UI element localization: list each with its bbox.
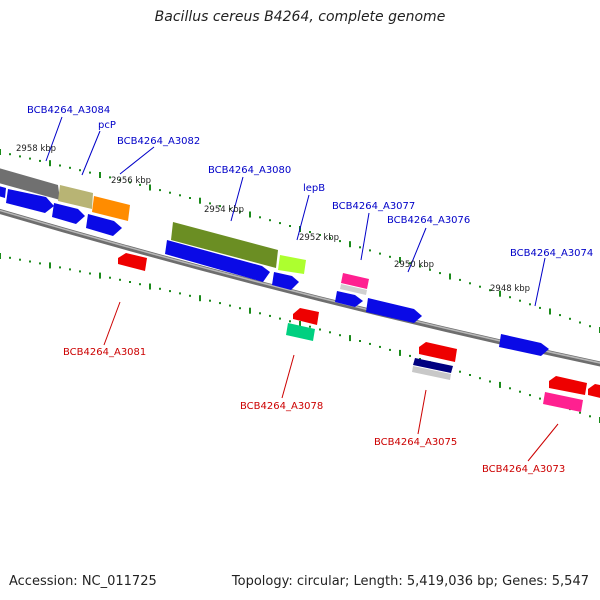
gene-label-a3076[interactable]: BCB4264_A3076 <box>387 215 470 226</box>
map-title: Bacillus cereus B4264, complete genome <box>154 9 446 25</box>
gene-reverse[interactable] <box>413 358 453 373</box>
kbp-label: 2952 kbp <box>299 233 339 243</box>
gene-label-a3073[interactable]: BCB4264_A3073 <box>482 464 565 475</box>
gene-label-lepb[interactable]: lepB <box>303 183 325 194</box>
gene-label-a3078[interactable]: BCB4264_A3078 <box>240 401 323 412</box>
forward-genes <box>0 167 369 295</box>
gene-forward[interactable] <box>340 284 367 295</box>
gene-label-a3084[interactable]: BCB4264_A3084 <box>27 105 110 116</box>
gene-reverse[interactable] <box>293 308 319 325</box>
gene-blue[interactable] <box>335 291 363 307</box>
gene-reverse[interactable] <box>412 366 451 380</box>
gene-blue[interactable] <box>52 203 85 224</box>
kbp-label: 2958 kbp <box>16 144 56 154</box>
kbp-label: 2956 kbp <box>111 176 151 186</box>
gene-reverse[interactable] <box>588 384 600 399</box>
gene-blue[interactable] <box>86 214 122 236</box>
kbp-label: 2948 kbp <box>490 284 530 294</box>
kbp-label: 2950 kbp <box>394 260 434 270</box>
gene-label-a3080[interactable]: BCB4264_A3080 <box>208 165 291 176</box>
gene-reverse[interactable] <box>549 376 587 395</box>
gene-reverse[interactable] <box>118 253 147 271</box>
gene-forward[interactable] <box>171 222 278 268</box>
gene-forward[interactable] <box>58 185 93 209</box>
gene-forward[interactable] <box>92 196 130 221</box>
blue-genes <box>0 185 549 356</box>
gene-blue[interactable] <box>366 298 422 323</box>
gene-blue[interactable] <box>6 189 54 213</box>
gene-forward[interactable] <box>278 255 306 274</box>
accession-text: Accession: NC_011725 <box>9 574 157 589</box>
kbp-label: 2954 kbp <box>204 205 244 215</box>
gene-label-a3077[interactable]: BCB4264_A3077 <box>332 201 415 212</box>
gene-blue[interactable] <box>499 334 549 356</box>
gene-forward[interactable] <box>341 273 369 289</box>
gene-reverse[interactable] <box>419 342 457 362</box>
genome-summary-text: Topology: circular; Length: 5,419,036 bp… <box>231 574 589 589</box>
gene-label-pcp[interactable]: pcP <box>98 120 116 131</box>
gene-reverse[interactable] <box>286 323 315 341</box>
reverse-genes <box>118 253 600 412</box>
gene-blue[interactable] <box>165 240 270 282</box>
reverse-leaders <box>103 301 559 462</box>
forward-leaders <box>45 116 546 307</box>
gene-label-a3082[interactable]: BCB4264_A3082 <box>117 136 200 147</box>
gene-label-a3081[interactable]: BCB4264_A3081 <box>63 347 146 358</box>
tick-track-outer <box>0 149 600 333</box>
tick-track-inner <box>0 253 600 423</box>
gene-forward[interactable] <box>0 167 60 200</box>
gene-blue[interactable] <box>272 272 299 290</box>
gene-label-a3074[interactable]: BCB4264_A3074 <box>510 248 593 259</box>
gene-blue[interactable] <box>0 185 6 198</box>
gene-label-a3075[interactable]: BCB4264_A3075 <box>374 437 457 448</box>
gene-reverse[interactable] <box>543 392 583 412</box>
